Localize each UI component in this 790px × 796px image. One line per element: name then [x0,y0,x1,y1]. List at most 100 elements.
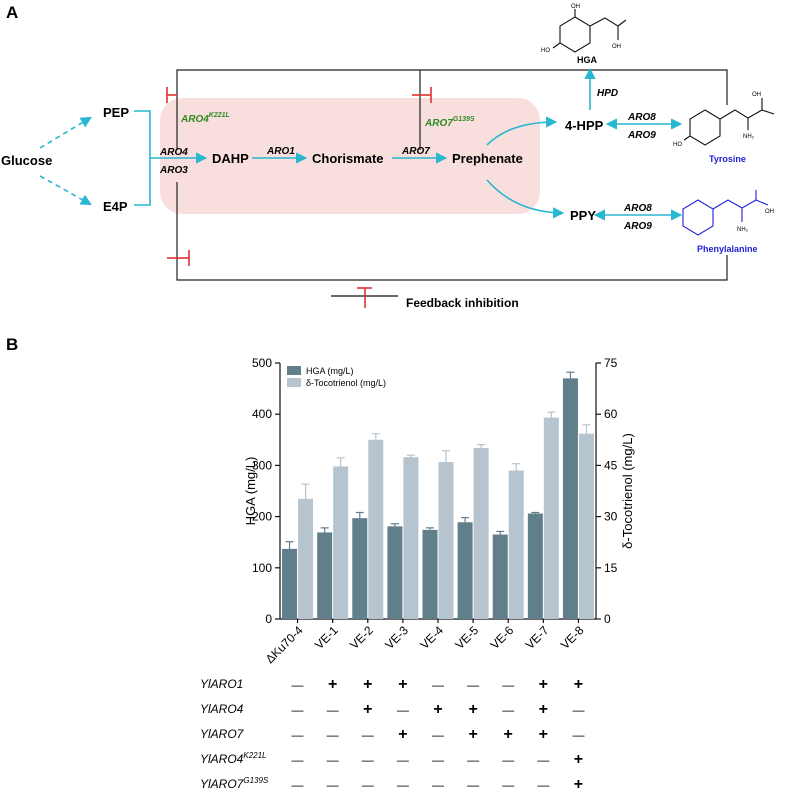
bar [457,522,473,619]
genotype-mark: + [468,726,477,743]
phe-oh: OH [765,209,774,215]
genotype-mark: + [539,726,548,743]
inhibition-markers [166,87,432,266]
bar [387,526,403,619]
tyr-nh2: NH₂ [743,134,755,140]
hga-oh2: OH [612,44,621,50]
chart-legend: HGA (mg/L)δ-Tocotrienol (mg/L) [287,366,386,388]
tyr-oh: OH [752,92,761,98]
bar [282,548,298,619]
y-axis-title-left: HGA (mg/L) [243,457,258,526]
y-tick-label-left: 100 [252,561,272,575]
enzyme-aro8-tyr: ARO8 [627,112,656,123]
bar [298,498,314,619]
genotype-mark: — [362,778,374,792]
x-tick-label: VE-3 [382,623,411,652]
bar [403,457,419,619]
genotype-mark: — [292,728,304,742]
genotype-mark: + [398,676,407,693]
y-axis-title-right: δ-Tocotrienol (mg/L) [620,433,635,549]
panel-b-label: B [6,335,18,354]
genotype-superscript: G139S [243,776,269,785]
genotype-mark: — [502,778,514,792]
hga-oh: OH [571,4,580,10]
genotype-mark: — [467,778,479,792]
highlight-region [160,98,540,214]
genotype-mark: — [572,703,584,717]
pathway-arrows [252,67,683,221]
bar [438,461,454,619]
bar [578,433,594,619]
legend-swatch [287,378,301,387]
genotype-mark: + [539,701,548,718]
feedback-lines [176,69,728,281]
y-tick-label-left: 400 [252,407,272,421]
x-tick-label: VE-1 [312,623,341,652]
genotype-mark: — [397,703,409,717]
genotype-mark: + [468,701,477,718]
tyrosine-structure [683,98,775,146]
y-tick-label-right: 0 [604,612,611,626]
bar [422,529,438,619]
y-tick-label-left: 200 [252,510,272,524]
genotype-mark: + [363,701,372,718]
y-tick-label-left: 500 [252,356,272,370]
bar [492,534,508,619]
enzyme-aro7: ARO7 [401,146,430,157]
enzyme-aro3: ARO3 [159,165,188,176]
legend-swatch [287,366,301,375]
bar [352,518,368,619]
tyr-ho: HO [673,142,682,148]
bar [333,466,349,619]
feedback-legend: Feedback inhibition [331,287,519,310]
genotype-row-label: YlARO4K221L [200,751,267,766]
hga-label: HGA [577,55,598,65]
genotype-table: YlARO1 — + + + — — — + + YlARO4 — — + — + + — + — YlARO7 — — — +… [200,676,584,793]
node-ppy: PPY [570,208,596,223]
bar [508,470,524,619]
phenylalanine-structure [682,190,769,236]
node-dahp: DAHP [212,151,249,166]
y-tick-label-right: 30 [604,510,618,524]
genotype-mark: + [363,676,372,693]
genotype-mark: — [362,728,374,742]
y-tick-label-right: 60 [604,407,618,421]
x-tick-label: VE-2 [347,623,376,652]
phenylalanine-label: Phenylalanine [697,244,758,254]
node-chorismate: Chorismate [312,151,384,166]
genotype-mark: — [502,703,514,717]
genotype-row-label: YlARO7G139S [200,776,269,791]
genotype-mark: — [467,753,479,767]
mutant-aro7-label: ARO7G139S [424,116,475,129]
genotype-mark: — [292,703,304,717]
genotype-mark: — [327,753,339,767]
x-tick-label: VE-8 [558,623,587,652]
genotype-mark: — [537,753,549,767]
genotype-mark: — [537,778,549,792]
genotype-superscript: K221L [243,751,266,760]
genotype-mark: — [502,678,514,692]
y-tick-label-right: 75 [604,356,618,370]
node-4hpp: 4-HPP [565,118,604,133]
genotype-mark: — [432,728,444,742]
pep-e4p-bracket [134,110,208,206]
node-glucose: Glucose [1,153,52,168]
y-tick-label-right: 15 [604,561,618,575]
genotype-mark: + [504,726,513,743]
enzyme-aro9-phe: ARO9 [623,221,652,232]
hga-structure [552,9,627,53]
genotype-mark: — [467,678,479,692]
genotype-row-label: YlARO1 [200,677,243,691]
genotype-mark: + [433,701,442,718]
y-tick-label-right: 45 [604,458,618,472]
x-tick-label: VE-4 [417,623,446,652]
genotype-mark: — [502,753,514,767]
genotype-mark: — [292,778,304,792]
panel-a: A [1,3,775,310]
genotype-name: YlARO4 [200,702,244,716]
genotype-mark: — [327,728,339,742]
genotype-name: YlARO7 [200,727,245,741]
genotype-mark: + [574,751,583,768]
